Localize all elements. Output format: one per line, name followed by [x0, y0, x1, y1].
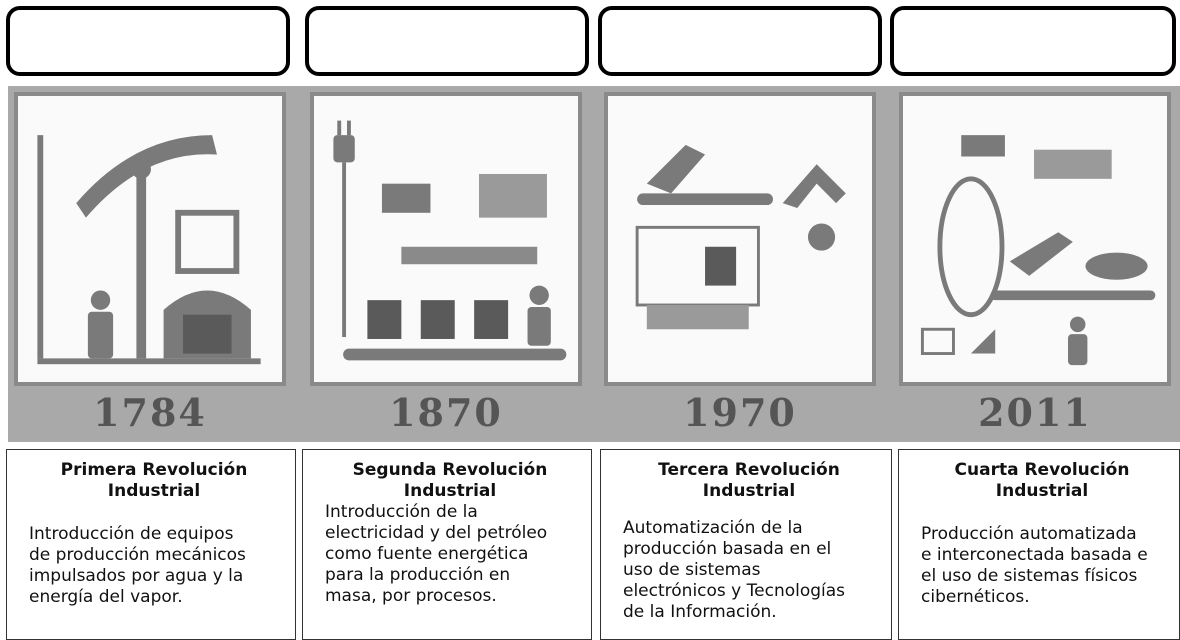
- plug-icon: [333, 135, 355, 163]
- machine-3: [474, 300, 509, 339]
- cyber-physical-systems-illustration: [899, 92, 1171, 386]
- era-description: Producción automatizada e interconectada…: [921, 524, 1148, 607]
- era-title: Cuarta Revolución Industrial: [954, 460, 1130, 501]
- machine-2: [420, 300, 455, 339]
- keyboard: [646, 305, 749, 330]
- car-shape: [1085, 252, 1148, 280]
- ruler-icon: [970, 329, 996, 354]
- worker-head: [1069, 316, 1086, 333]
- description-box-2: Segunda Revolución Industrial Introducci…: [302, 449, 592, 640]
- robot-arm-1: [646, 144, 706, 194]
- empty-label-box-3[interactable]: [598, 6, 882, 76]
- thermometer-pole: [37, 135, 44, 359]
- product-row: [401, 246, 538, 265]
- pallet-boxes: [479, 173, 547, 218]
- ground-line: [37, 358, 261, 365]
- forklift-icon: [381, 183, 431, 213]
- machine-1: [367, 300, 402, 339]
- conveyor-belt: [343, 348, 567, 361]
- empty-label-box-2[interactable]: [305, 6, 589, 76]
- pivot-wheel: [131, 159, 151, 179]
- plug-prong-right: [347, 120, 351, 136]
- empty-label-box-1[interactable]: [6, 6, 290, 76]
- electric-assembly-line-illustration: [310, 92, 582, 386]
- description-box-1: Primera Revolución Industrial Introducci…: [6, 449, 296, 640]
- pump-beam: [76, 135, 217, 218]
- robot-arm: [1009, 232, 1073, 276]
- conveyor-belt: [990, 290, 1156, 301]
- era-description: Automatización de la producción basada e…: [623, 518, 846, 622]
- screen-chart: [705, 246, 737, 286]
- robot-arm-2: [782, 164, 846, 208]
- worker-body: [87, 311, 114, 359]
- gauge-icon: [807, 223, 836, 251]
- computer-screen: [635, 225, 760, 307]
- plug-prong-left: [337, 120, 342, 136]
- worker-body: [1068, 334, 1088, 366]
- year-label-2: 1870: [389, 390, 503, 435]
- worker-head: [529, 285, 549, 305]
- era-title: Tercera Revolución Industrial: [658, 460, 840, 501]
- worker-body: [527, 306, 551, 346]
- firebox: [183, 314, 232, 354]
- steam-pump-illustration: [14, 92, 286, 386]
- description-box-3: Tercera Revolución Industrial Automatiza…: [600, 449, 892, 640]
- tablet-icon: [920, 327, 955, 355]
- era-title: Segunda Revolución Industrial: [352, 460, 548, 501]
- factory-icon: [961, 135, 1005, 157]
- belt-loop: [937, 176, 1005, 318]
- era-description: Introducción de la electricidad y del pe…: [325, 502, 548, 606]
- era-title: Primera Revolución Industrial: [60, 460, 248, 501]
- power-cable: [342, 162, 347, 338]
- empty-label-box-4[interactable]: [890, 6, 1176, 76]
- year-label-1: 1784: [93, 390, 207, 435]
- robot-arm-computer-illustration: [604, 92, 876, 386]
- network-cluster: [1034, 149, 1112, 179]
- worker-head: [90, 290, 111, 310]
- era-description: Introducción de equipos de producción me…: [29, 524, 246, 607]
- steam-cylinder: [175, 209, 240, 274]
- pump-column: [136, 164, 147, 359]
- description-box-4: Cuarta Revolución Industrial Producción …: [898, 449, 1180, 640]
- year-label-3: 1970: [683, 390, 797, 435]
- year-label-4: 2011: [978, 390, 1092, 435]
- conveyor-belt: [637, 193, 773, 206]
